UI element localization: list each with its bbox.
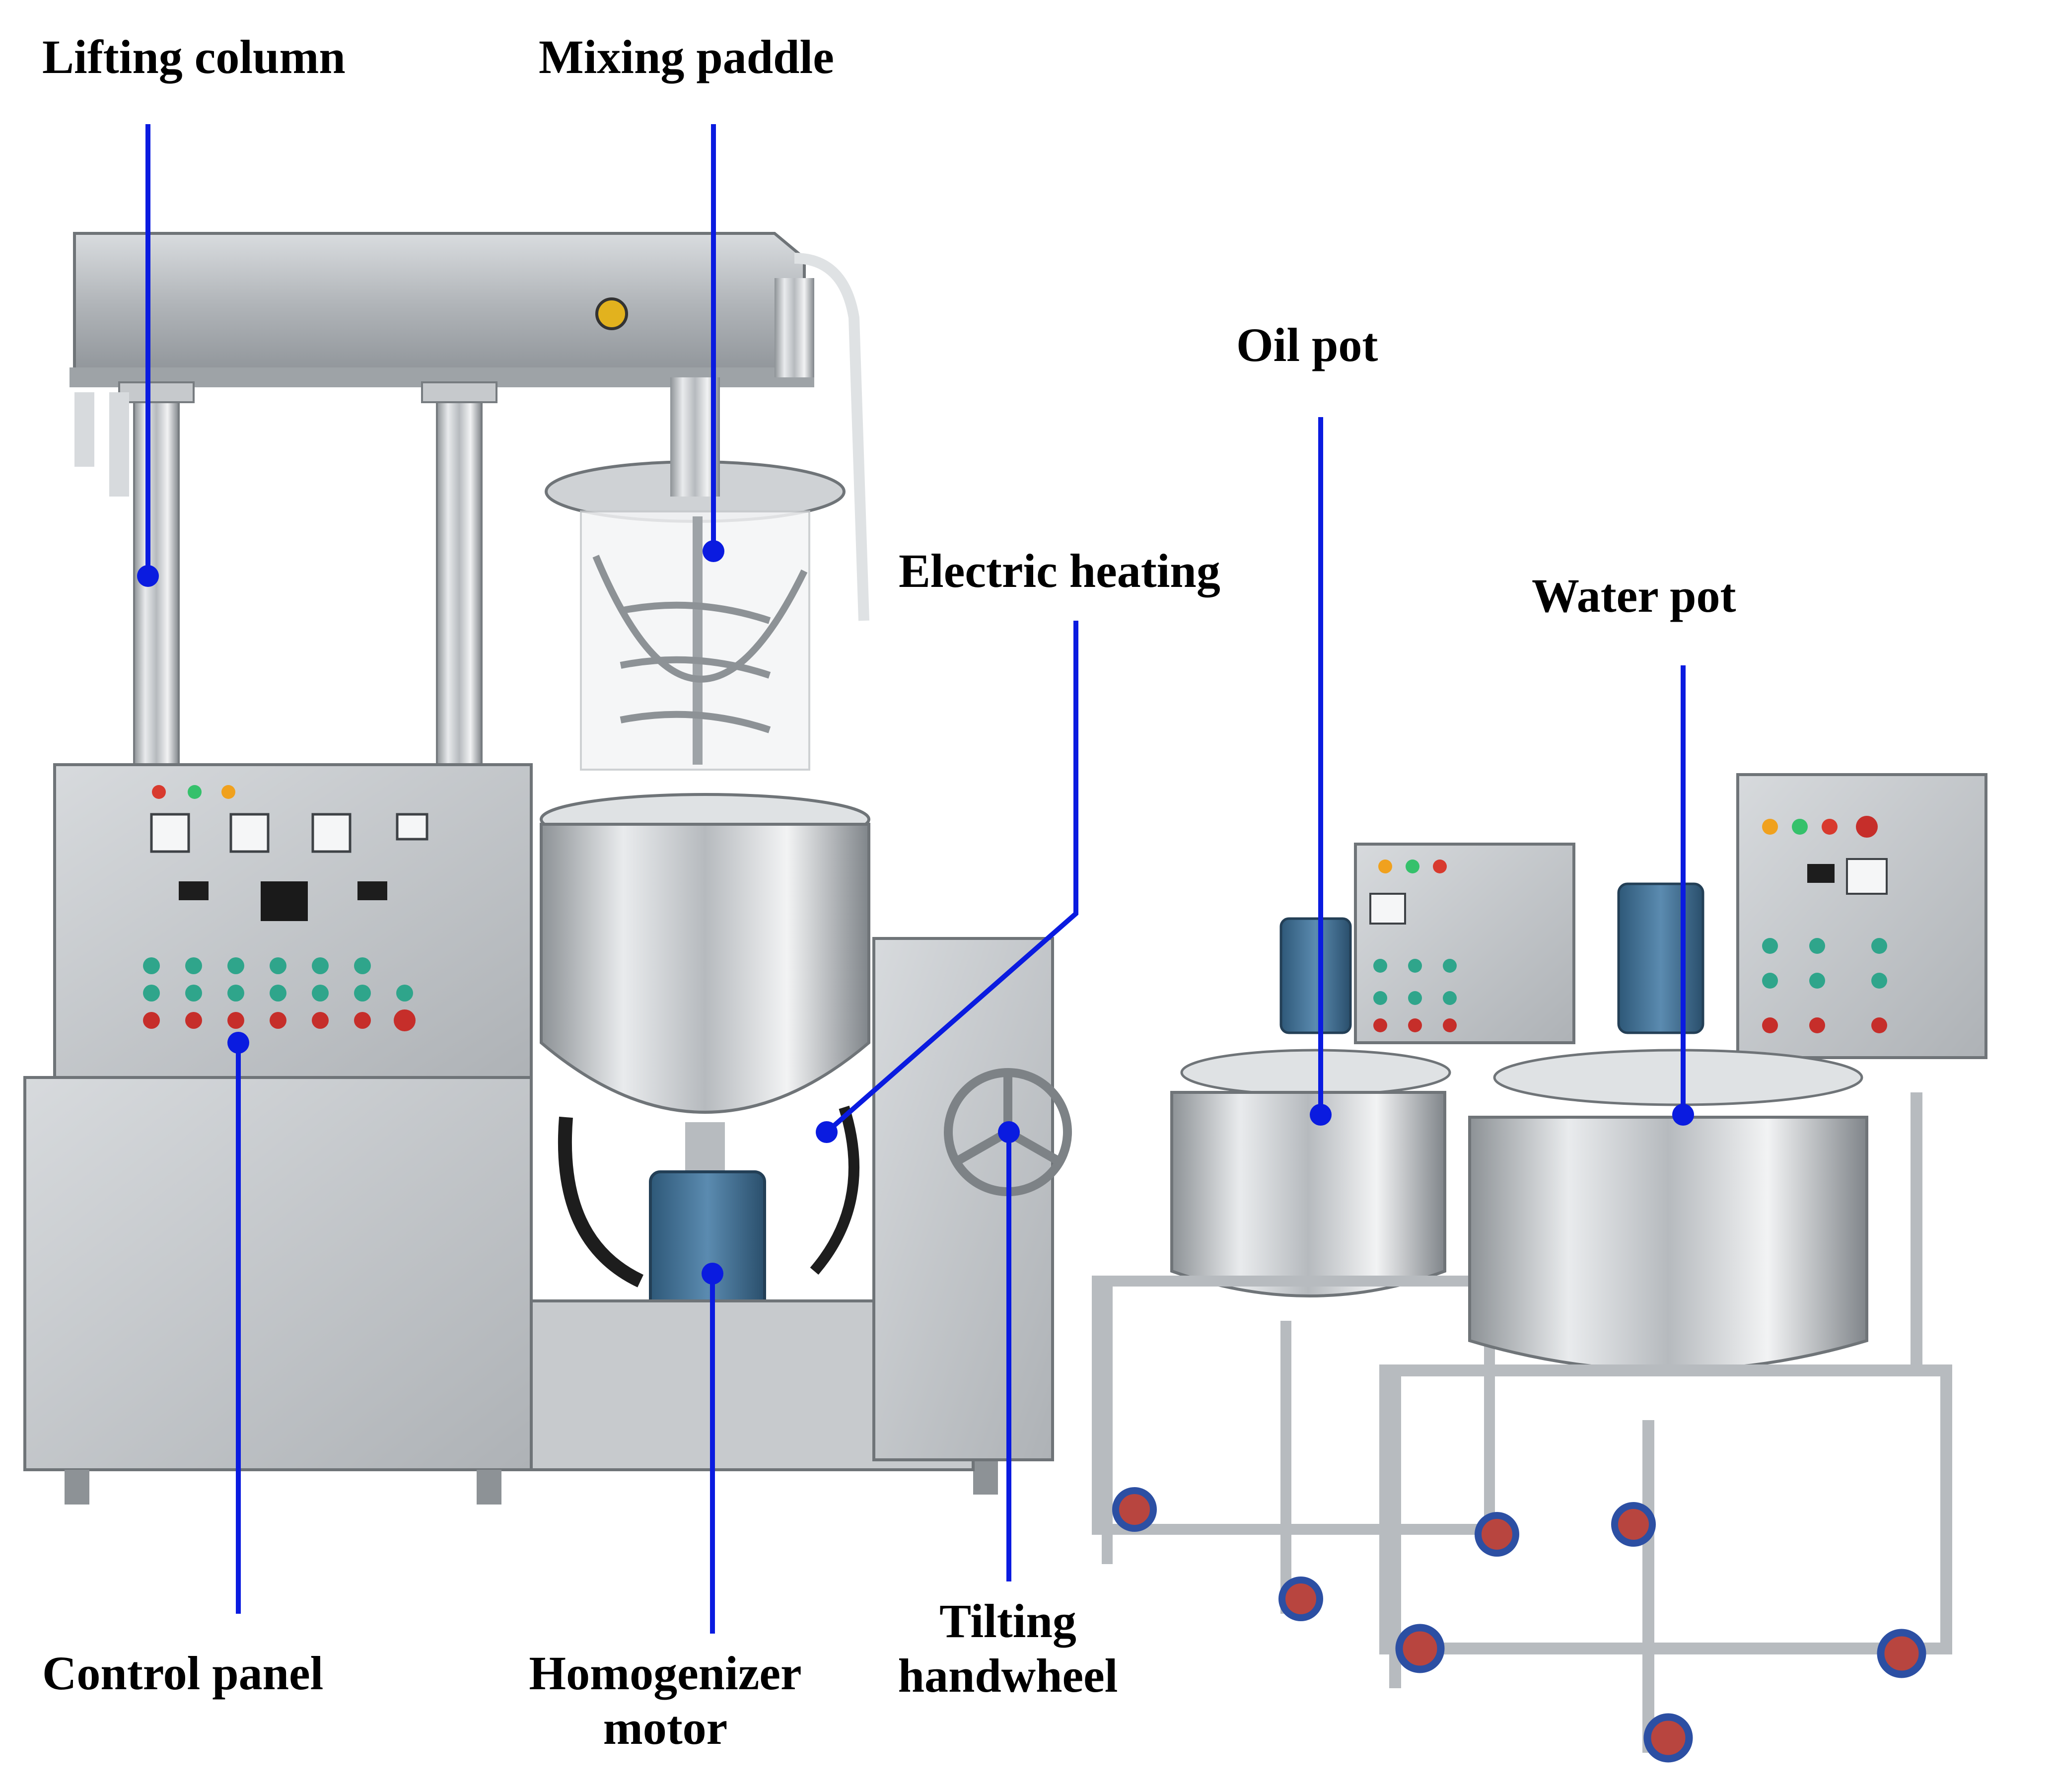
leader-dots xyxy=(137,540,1694,1285)
label-tilting-handwheel-line1: Tilting xyxy=(939,1594,1076,1648)
label-tilting-handwheel-line2: handwheel xyxy=(898,1649,1118,1703)
vacuum-emulsifying-mixer xyxy=(23,232,1072,1505)
label-mixing-paddle: Mixing paddle xyxy=(539,30,834,83)
caster-wheels xyxy=(1395,1502,1926,1763)
label-control-panel: Control panel xyxy=(42,1647,324,1700)
label-homogenizer-motor-line2: motor xyxy=(603,1701,728,1755)
label-homogenizer-motor: Homogenizer motor xyxy=(506,1646,824,1756)
label-water-pot: Water pot xyxy=(1532,569,1736,622)
label-electric-heating: Electric heating xyxy=(899,544,1220,597)
label-homogenizer-motor-line1: Homogenizer xyxy=(529,1647,802,1700)
caster-wheels xyxy=(1112,1487,1519,1621)
leader-electric-heating xyxy=(825,621,1078,1134)
button-grid xyxy=(143,957,416,1031)
label-lifting-column: Lifting column xyxy=(42,30,346,83)
water-pot-unit xyxy=(1379,773,1987,1763)
leader-lines xyxy=(145,124,1686,1634)
label-oil-pot: Oil pot xyxy=(1236,318,1378,371)
oil-pot-unit xyxy=(1092,843,1575,1621)
label-tilting-handwheel: Tilting handwheel xyxy=(874,1594,1142,1704)
